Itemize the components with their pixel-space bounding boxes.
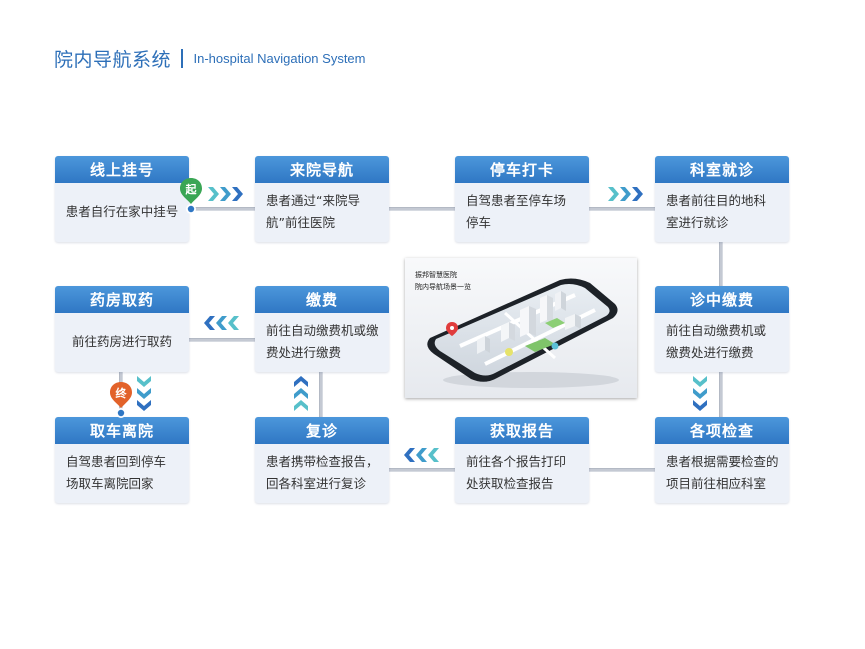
step-title: 药房取药 bbox=[55, 286, 189, 313]
step-card-in-visit-payment: 诊中缴费 前往自动缴费机或缴费处进行缴费 bbox=[655, 286, 789, 372]
page-title: 院内导航系统 bbox=[54, 48, 172, 71]
step-title: 取车离院 bbox=[55, 417, 189, 444]
step-desc: 前往自动缴费机或缴费处进行缴费 bbox=[266, 323, 379, 360]
step-desc: 患者携带检查报告，回各科室进行复诊 bbox=[266, 454, 379, 491]
step-card-department-visit: 科室就诊 患者前往目的地科室进行就诊 bbox=[655, 156, 789, 242]
step-title: 来院导航 bbox=[255, 156, 389, 183]
step-card-follow-up: 复诊 患者携带检查报告，回各科室进行复诊 bbox=[255, 417, 389, 503]
step-desc: 前往各个报告打印处获取检查报告 bbox=[466, 454, 567, 491]
chevron-up-icon bbox=[294, 376, 308, 412]
chevron-right-icon bbox=[208, 187, 244, 201]
connector bbox=[188, 338, 256, 342]
title-separator bbox=[181, 48, 183, 68]
step-desc: 患者通过“来院导航”前往医院 bbox=[266, 193, 360, 230]
step-card-leave-hospital: 取车离院 自驾患者回到停车场取车离院回家 bbox=[55, 417, 189, 503]
step-card-payment: 缴费 前往自动缴费机或缴费处进行缴费 bbox=[255, 286, 389, 372]
step-card-arrival-navigation: 来院导航 患者通过“来院导航”前往医院 bbox=[255, 156, 389, 242]
end-marker: 终 bbox=[109, 381, 133, 425]
connector bbox=[388, 468, 456, 472]
step-desc: 自驾患者至停车场停车 bbox=[466, 193, 567, 230]
chevron-left-icon bbox=[204, 316, 240, 330]
step-card-pharmacy: 药房取药 前往药房进行取药 bbox=[55, 286, 189, 372]
step-card-examinations: 各项检查 患者根据需要检查的项目前往相应科室 bbox=[655, 417, 789, 503]
step-title: 缴费 bbox=[255, 286, 389, 313]
step-title: 停车打卡 bbox=[455, 156, 589, 183]
end-marker-label: 终 bbox=[115, 387, 127, 400]
step-desc: 患者前往目的地科室进行就诊 bbox=[666, 193, 767, 230]
step-title: 复诊 bbox=[255, 417, 389, 444]
step-card-get-report: 获取报告 前往各个报告打印处获取检查报告 bbox=[455, 417, 589, 503]
step-desc: 前往自动缴费机或缴费处进行缴费 bbox=[666, 323, 767, 360]
step-title: 诊中缴费 bbox=[655, 286, 789, 313]
step-desc: 前往药房进行取药 bbox=[71, 334, 172, 349]
connector bbox=[388, 207, 456, 211]
image-caption-scene: 院内导航场景一览 bbox=[415, 283, 471, 291]
connector bbox=[719, 369, 723, 417]
phone-map-illustration bbox=[427, 278, 619, 388]
image-caption-hospital: 振邦智慧医院 bbox=[415, 271, 457, 279]
connector bbox=[588, 468, 656, 472]
page-header: 院内导航系统 In-hospital Navigation System bbox=[54, 46, 366, 71]
page-subtitle: In-hospital Navigation System bbox=[193, 50, 366, 66]
connector bbox=[588, 207, 656, 211]
chevron-left-icon bbox=[404, 448, 440, 462]
start-marker-label: 起 bbox=[185, 183, 197, 196]
navigation-scene-image: 振邦智慧医院 院内导航场景一览 bbox=[405, 258, 637, 398]
connector bbox=[319, 369, 323, 417]
start-marker: 起 bbox=[179, 177, 203, 221]
step-desc: 患者根据需要检查的项目前往相应科室 bbox=[666, 454, 779, 491]
connector bbox=[719, 238, 723, 286]
connector bbox=[188, 207, 256, 211]
step-desc: 自驾患者回到停车场取车离院回家 bbox=[66, 454, 167, 491]
step-card-online-registration: 线上挂号 患者自行在家中挂号 bbox=[55, 156, 189, 242]
step-desc: 患者自行在家中挂号 bbox=[65, 204, 179, 219]
step-title: 各项检查 bbox=[655, 417, 789, 444]
chevron-right-icon bbox=[608, 187, 644, 201]
chevron-down-icon bbox=[137, 376, 151, 412]
step-title: 科室就诊 bbox=[655, 156, 789, 183]
chevron-down-icon bbox=[693, 376, 707, 412]
step-card-parking: 停车打卡 自驾患者至停车场停车 bbox=[455, 156, 589, 242]
step-title: 线上挂号 bbox=[55, 156, 189, 183]
step-title: 获取报告 bbox=[455, 417, 589, 444]
